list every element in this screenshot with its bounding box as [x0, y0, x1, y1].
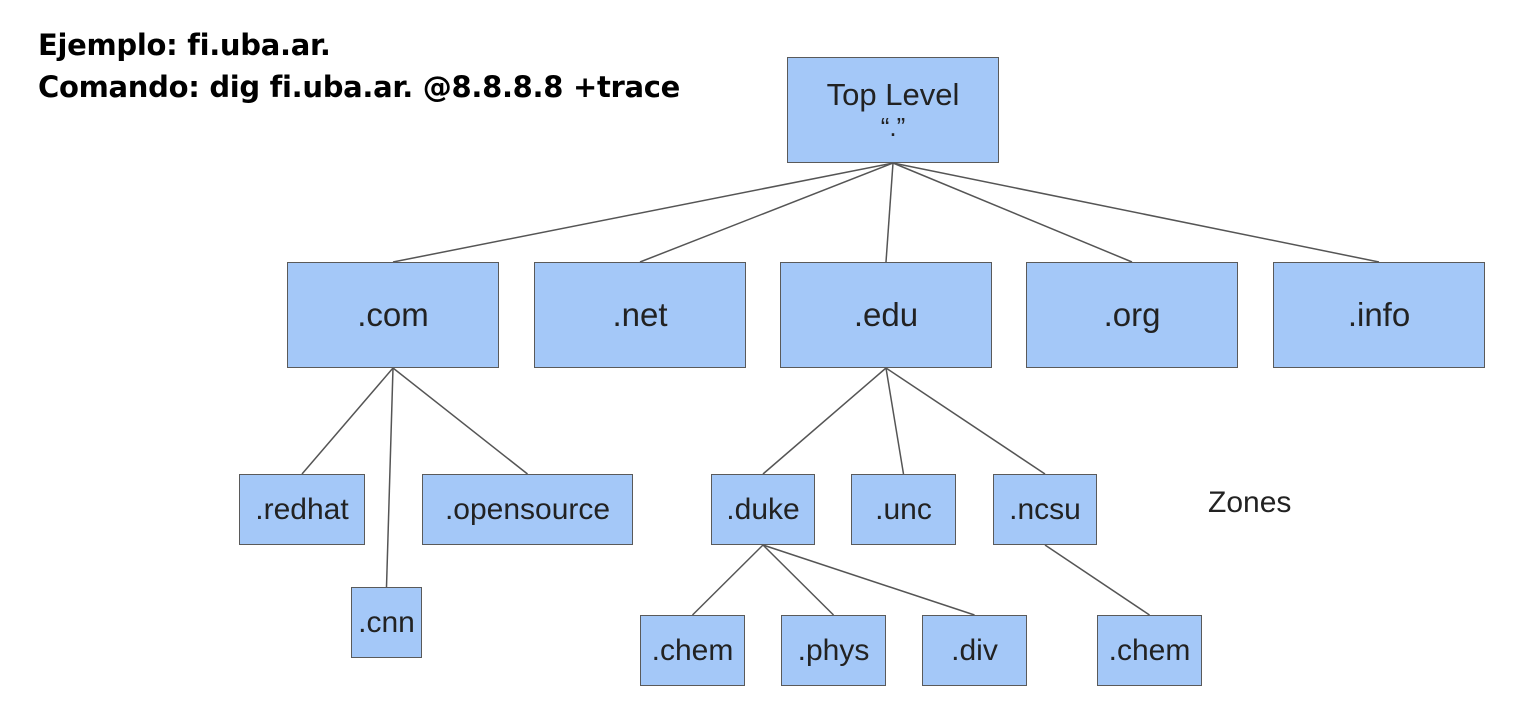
- node-duke: .duke: [711, 474, 815, 545]
- node-duke-chem-label: .chem: [651, 633, 734, 667]
- edge-ncsu-ncsu-chem: [1044, 544, 1150, 616]
- edge-duke-duke-chem: [691, 544, 764, 616]
- edge-edu-ncsu: [885, 367, 1046, 475]
- edge-root-com: [392, 162, 894, 263]
- node-org: .org: [1026, 262, 1238, 368]
- edge-root-net: [639, 162, 894, 263]
- edge-duke-duke-div: [762, 544, 975, 616]
- node-net: .net: [534, 262, 746, 368]
- node-unc-label: .unc: [875, 492, 932, 526]
- node-opensource-label: .opensource: [444, 492, 611, 526]
- node-info-label: .info: [1347, 295, 1411, 333]
- node-opensource: .opensource: [422, 474, 633, 545]
- node-net-label: .net: [612, 295, 668, 333]
- zones-label: Zones: [1208, 486, 1292, 519]
- edge-root-edu: [885, 162, 894, 263]
- node-org-label: .org: [1103, 295, 1161, 333]
- node-ncsu-chem-label: .chem: [1108, 633, 1191, 667]
- node-com: .com: [287, 262, 499, 368]
- node-edu: .edu: [780, 262, 992, 368]
- node-duke-div-label: .div: [951, 633, 998, 667]
- edge-com-opensource: [392, 367, 528, 475]
- node-duke-phys: .phys: [781, 615, 886, 686]
- node-top-level-label: Top Level: [826, 77, 960, 113]
- node-ncsu-chem: .chem: [1097, 615, 1202, 686]
- node-top-level: Top Level “.”: [787, 57, 999, 163]
- command-title: Comando: dig fi.uba.ar. @8.8.8.8 +trace: [38, 70, 681, 104]
- node-cnn-label: .cnn: [358, 605, 415, 639]
- node-duke-chem: .chem: [640, 615, 745, 686]
- node-info: .info: [1273, 262, 1485, 368]
- node-redhat: .redhat: [239, 474, 365, 545]
- node-top-level-sublabel: “.”: [880, 111, 906, 142]
- node-redhat-label: .redhat: [255, 492, 349, 526]
- edge-duke-duke-phys: [762, 544, 835, 616]
- edge-com-redhat: [301, 367, 394, 475]
- node-cnn: .cnn: [351, 587, 422, 658]
- node-ncsu: .ncsu: [993, 474, 1097, 545]
- node-unc: .unc: [851, 474, 956, 545]
- edge-edu-duke: [762, 367, 887, 475]
- edge-root-info: [892, 162, 1380, 263]
- edge-com-cnn: [385, 367, 394, 588]
- edge-root-org: [892, 162, 1133, 263]
- node-ncsu-label: .ncsu: [1009, 492, 1081, 526]
- node-edu-label: .edu: [853, 295, 919, 333]
- node-com-label: .com: [357, 295, 429, 333]
- node-duke-label: .duke: [726, 492, 800, 526]
- node-duke-phys-label: .phys: [797, 633, 870, 667]
- node-duke-div: .div: [922, 615, 1027, 686]
- edge-edu-unc: [885, 367, 905, 475]
- example-title: Ejemplo: fi.uba.ar.: [38, 28, 331, 62]
